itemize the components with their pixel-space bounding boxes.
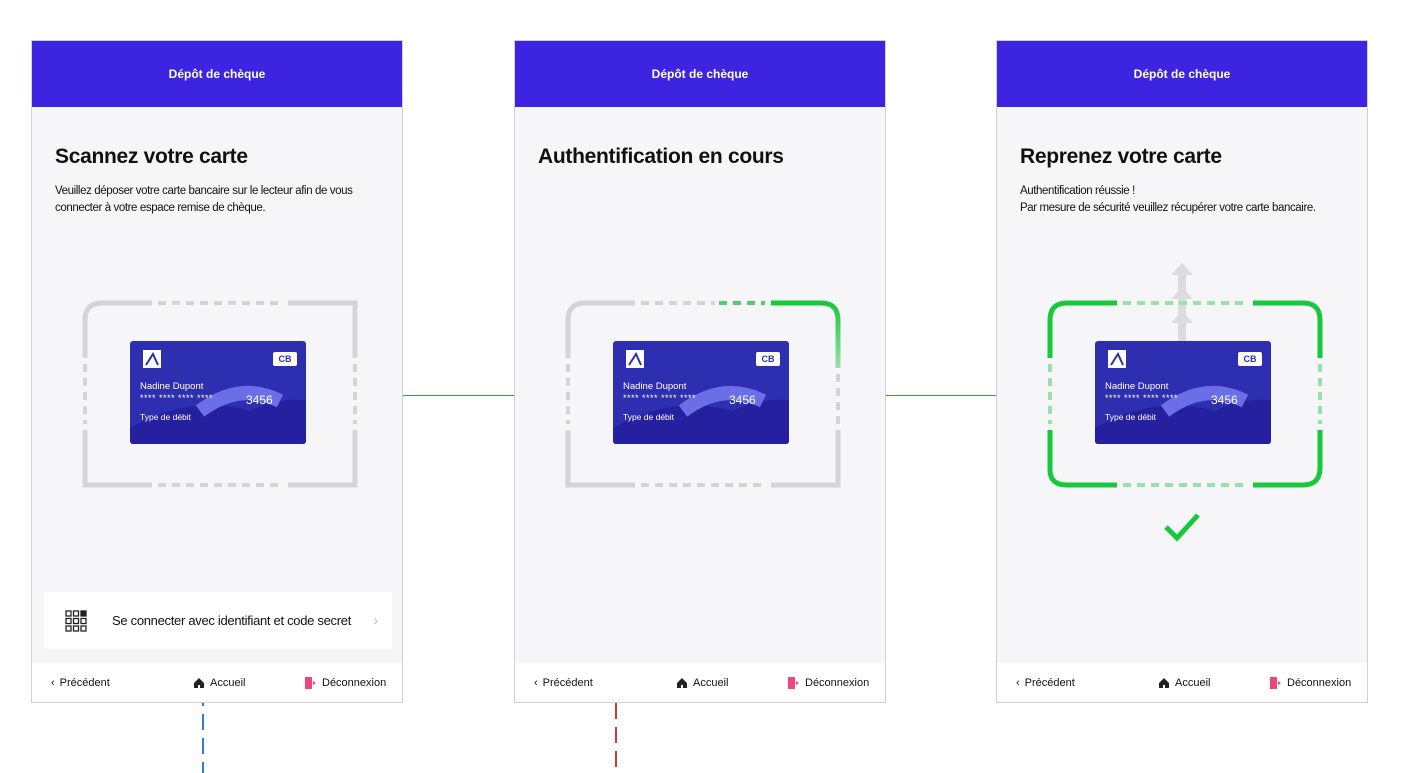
logout-button[interactable]: Déconnexion: [788, 676, 869, 689]
card-logo-icon: [626, 350, 644, 368]
footer-nav: ‹Précédent Accueil Déconnexion: [32, 663, 402, 702]
card-network-badge: CB: [273, 352, 297, 366]
app-header: Dépôt de chèque: [997, 41, 1367, 107]
bank-card: CB Nadine Dupont **** **** **** **** 345…: [1095, 341, 1271, 444]
card-holder: Nadine Dupont: [140, 381, 204, 392]
previous-button[interactable]: ‹Précédent: [1016, 676, 1075, 689]
app-header: Dépôt de chèque: [32, 41, 402, 107]
chevron-left-icon: ‹: [1016, 676, 1020, 689]
chevron-right-icon: ›: [373, 612, 378, 628]
card-number: **** **** **** ****: [140, 393, 214, 403]
keypad-icon: [65, 609, 87, 632]
card-reader-frame: [1047, 300, 1323, 488]
card-number: **** **** **** ****: [1105, 393, 1179, 403]
screen-scan-card: Dépôt de chèque Scannez votre carte Veui…: [31, 40, 403, 703]
chevron-left-icon: ‹: [534, 676, 538, 689]
app-header: Dépôt de chèque: [515, 41, 885, 107]
header-title: Dépôt de chèque: [1133, 67, 1231, 81]
flow-connector: [886, 395, 996, 396]
logout-icon: [788, 676, 799, 689]
logout-button[interactable]: Déconnexion: [1270, 676, 1351, 689]
logout-button[interactable]: Déconnexion: [305, 676, 386, 689]
page-title: Authentification en cours: [538, 145, 784, 168]
home-button[interactable]: Accueil: [193, 677, 245, 689]
footer-nav: ‹Précédent Accueil Déconnexion: [997, 663, 1367, 702]
home-icon: [677, 677, 687, 688]
card-last-digits: 3456: [246, 393, 273, 407]
home-button[interactable]: Accueil: [1158, 677, 1210, 689]
previous-button[interactable]: ‹Précédent: [534, 676, 593, 689]
login-option-label: Se connecter avec identifiant et code se…: [112, 613, 352, 628]
card-type: Type de débit: [623, 412, 675, 422]
red-flow-line: [615, 703, 617, 773]
header-title: Dépôt de chèque: [168, 67, 266, 81]
home-icon: [194, 677, 204, 688]
page-description: Veuillez déposer votre carte bancaire su…: [55, 185, 353, 214]
bank-card: CB Nadine Dupont **** **** **** **** 345…: [613, 341, 789, 444]
card-network-badge: CB: [756, 352, 780, 366]
card-holder: Nadine Dupont: [623, 381, 687, 392]
page-description: Authentification réussie ! Par mesure de…: [1020, 185, 1316, 214]
footer-nav: ‹Précédent Accueil Déconnexion: [515, 663, 885, 702]
logout-icon: [305, 676, 316, 689]
card-number: **** **** **** ****: [623, 393, 697, 403]
card-type: Type de débit: [1105, 412, 1157, 422]
card-last-digits: 3456: [729, 393, 756, 407]
home-icon: [1159, 677, 1169, 688]
header-title: Dépôt de chèque: [651, 67, 749, 81]
screen-take-card: Dépôt de chèque Reprenez votre carte Aut…: [996, 40, 1368, 703]
card-reader-frame: [565, 300, 841, 488]
chevron-left-icon: ‹: [51, 676, 55, 689]
card-last-digits: 3456: [1211, 393, 1238, 407]
bank-card: CB Nadine Dupont **** **** **** **** 345…: [130, 341, 306, 444]
logout-icon: [1270, 676, 1281, 689]
home-button[interactable]: Accueil: [676, 677, 728, 689]
card-logo-icon: [1108, 350, 1126, 368]
page-title: Reprenez votre carte: [1020, 145, 1222, 168]
check-icon: [1164, 513, 1200, 542]
card-reader-frame: [82, 300, 358, 488]
card-logo-icon: [143, 350, 161, 368]
login-with-id-button[interactable]: Se connecter avec identifiant et code se…: [44, 592, 392, 649]
flow-connector: [403, 395, 514, 396]
card-type: Type de débit: [140, 412, 192, 422]
screen-authenticating: Dépôt de chèque Authentification en cour…: [514, 40, 886, 703]
page-title: Scannez votre carte: [55, 145, 248, 168]
previous-button[interactable]: ‹Précédent: [51, 676, 110, 689]
card-network-badge: CB: [1238, 352, 1262, 366]
card-holder: Nadine Dupont: [1105, 381, 1169, 392]
